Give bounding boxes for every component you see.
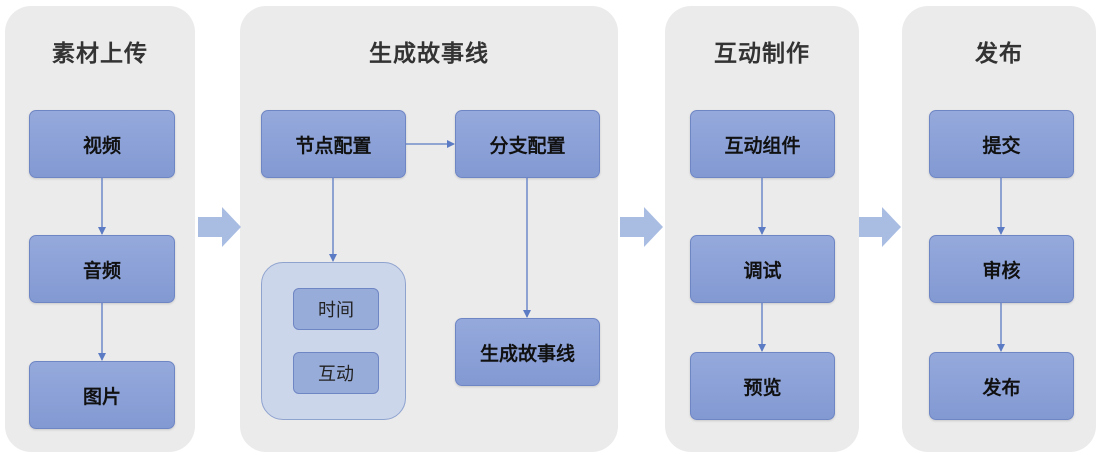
node-generate-storyline: 生成故事线 — [455, 318, 600, 386]
chip-interaction: 互动 — [293, 352, 379, 394]
chip-time: 时间 — [293, 288, 379, 330]
node-interaction-component: 互动组件 — [690, 110, 835, 178]
stage-arrow-1 — [198, 207, 241, 247]
node-branch-config: 分支配置 — [455, 110, 600, 178]
stage-arrow-3 — [859, 207, 901, 247]
stage-title: 发布 — [975, 41, 1023, 67]
node-video: 视频 — [29, 110, 175, 178]
node-debug: 调试 — [690, 235, 835, 303]
node-audio: 音频 — [29, 235, 175, 303]
node-review: 审核 — [929, 235, 1074, 303]
node-preview: 预览 — [690, 352, 835, 420]
stage-title: 生成故事线 — [369, 41, 489, 67]
node-submit: 提交 — [929, 110, 1074, 178]
stage-title: 互动制作 — [714, 41, 810, 67]
stage-arrow-2 — [620, 207, 663, 247]
stage-title: 素材上传 — [52, 41, 148, 67]
node-image: 图片 — [29, 361, 175, 429]
node-publish: 发布 — [929, 352, 1074, 420]
node-node-config: 节点配置 — [261, 110, 406, 178]
